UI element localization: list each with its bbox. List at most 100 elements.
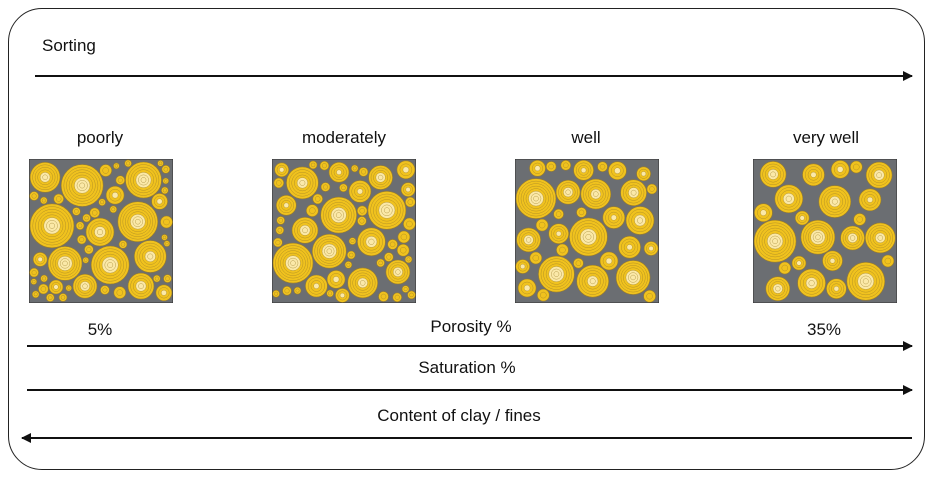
sand-grain	[384, 252, 394, 262]
sand-grain	[865, 161, 893, 189]
sand-grain	[778, 261, 792, 275]
sand-grain	[560, 160, 572, 171]
sand-grain	[404, 255, 413, 264]
clay-content-title: Content of clay / fines	[377, 406, 541, 425]
sand-grain	[326, 289, 334, 298]
sand-grain	[85, 217, 115, 247]
sand-grain	[339, 183, 348, 193]
panel-label-well: well	[571, 128, 601, 147]
sand-grain	[100, 285, 110, 295]
sand-grain	[293, 286, 302, 295]
sand-grain	[161, 186, 169, 195]
sand-grain	[357, 227, 386, 257]
sand-grain	[625, 206, 655, 235]
sand-grain	[53, 193, 65, 205]
sand-grain	[759, 161, 787, 188]
sand-grain	[29, 203, 75, 249]
sand-grain	[599, 251, 619, 271]
sand-grain	[350, 164, 359, 173]
sand-grain	[105, 185, 125, 205]
sand-grain	[163, 240, 171, 247]
sand-grain	[396, 243, 410, 257]
sand-grain	[387, 239, 398, 250]
sand-grain	[276, 216, 285, 225]
sand-grain	[90, 245, 130, 285]
sand-grain	[160, 215, 173, 229]
sand-grain	[29, 161, 61, 193]
sand-grain	[320, 182, 331, 192]
sand-grain	[573, 160, 594, 181]
sand-grain	[535, 218, 549, 232]
sand-grain	[615, 260, 651, 295]
saturation-title: Saturation %	[418, 358, 516, 377]
sand-grain	[115, 175, 126, 186]
sand-grain	[618, 235, 641, 259]
grain-packing-very-well	[753, 159, 897, 303]
sand-grain	[555, 179, 581, 205]
sand-grain	[620, 179, 647, 207]
panel-label-poorly: poorly	[76, 128, 124, 147]
sand-grain	[865, 222, 896, 254]
sand-grain	[308, 160, 318, 170]
sand-grain	[344, 261, 353, 269]
sand-grain	[608, 161, 627, 180]
sand-grain	[127, 272, 155, 300]
sand-grain	[643, 289, 656, 303]
sand-grain	[846, 262, 886, 301]
sand-grain	[272, 289, 280, 298]
sand-grain	[517, 278, 537, 298]
grain-panel-very-well	[753, 159, 897, 303]
sand-grain	[516, 227, 541, 253]
sand-grain	[405, 196, 416, 208]
sand-grain	[881, 254, 895, 268]
sand-grain	[286, 166, 319, 200]
sand-grain	[326, 270, 346, 289]
sand-grain	[118, 240, 128, 249]
sand-grain	[407, 290, 416, 300]
sand-grain	[113, 162, 120, 170]
sand-grain	[597, 161, 608, 172]
sand-grain	[305, 274, 328, 298]
sand-grain	[378, 291, 389, 302]
sand-grain	[580, 178, 612, 210]
sand-grain	[357, 216, 367, 226]
sand-grain	[40, 196, 48, 205]
sand-grain	[367, 190, 407, 230]
sand-grain	[75, 221, 85, 230]
sand-grain	[576, 207, 587, 218]
sand-grain	[818, 185, 852, 218]
sand-grain	[76, 234, 87, 245]
grain-packing-poorly	[29, 159, 173, 303]
sand-grain	[636, 166, 651, 182]
sand-grain	[275, 226, 285, 235]
sand-grain	[124, 159, 132, 168]
porosity-high-label: 35%	[806, 320, 842, 339]
sand-grain	[312, 193, 324, 205]
sand-grain	[89, 207, 100, 219]
diagram-frame	[8, 8, 925, 470]
sand-grain	[515, 178, 557, 219]
sand-grain	[850, 160, 863, 174]
sand-grain	[29, 267, 39, 278]
sand-grain	[396, 160, 416, 180]
sand-grain	[548, 223, 570, 244]
sand-grain	[161, 234, 168, 241]
sand-grain	[163, 274, 172, 283]
sand-grain	[274, 162, 289, 178]
sand-grain	[82, 256, 90, 264]
sand-grain	[99, 164, 112, 177]
porosity-title: Porosity %	[430, 317, 512, 336]
sand-grain	[273, 177, 285, 189]
sand-grain	[791, 255, 807, 271]
sand-grain	[72, 273, 98, 299]
sand-grain	[40, 274, 48, 283]
sand-grain	[72, 207, 81, 216]
sand-grain	[646, 183, 658, 195]
sand-grain	[602, 206, 626, 229]
sand-grain	[29, 191, 39, 201]
sand-grain	[358, 167, 369, 177]
sand-grain	[576, 264, 609, 298]
sand-grain	[60, 164, 104, 207]
sand-grain	[32, 252, 48, 267]
sand-grain	[31, 290, 40, 299]
